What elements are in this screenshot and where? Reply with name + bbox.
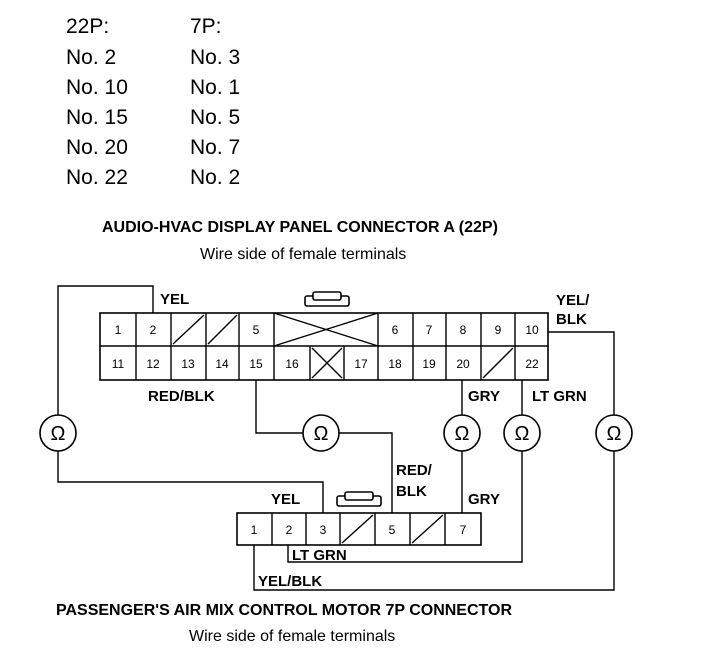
- wire-yel-blk: [548, 331, 615, 415]
- pin-label: 13: [181, 357, 195, 371]
- empty-cavity: [411, 514, 444, 544]
- row-22p: No. 20: [66, 136, 128, 159]
- pin-label: 11: [112, 357, 125, 371]
- wire-label-yel-blk: BLK: [556, 311, 587, 328]
- wire-label-red-blk: BLK: [396, 483, 427, 500]
- pin-label: 9: [495, 323, 502, 337]
- connector-b: 1 2 3 5 7: [236, 491, 482, 546]
- wire-yel-blk: [253, 451, 615, 591]
- pin-label: 14: [215, 357, 229, 371]
- wire-label-yel: YEL: [160, 291, 189, 308]
- row-7p: No. 3: [190, 46, 240, 69]
- ohm-symbol: Ω: [314, 423, 329, 445]
- pin-label: 3: [320, 523, 327, 537]
- row-7p: No. 2: [190, 166, 240, 189]
- row-22p: No. 15: [66, 106, 128, 129]
- empty-cavity: [482, 347, 514, 379]
- ohm-symbol: Ω: [455, 423, 470, 445]
- wiring: [57, 285, 615, 591]
- pin-label: 1: [115, 323, 122, 337]
- ohm-symbol: Ω: [515, 423, 530, 445]
- ohm-symbol: Ω: [607, 423, 622, 445]
- wire-red-blk: [255, 380, 303, 434]
- wire-labels: YEL YEL/ BLK RED/BLK GRY LT GRN RED/ BLK…: [148, 291, 590, 590]
- wire-label-lt-grn: LT GRN: [292, 547, 347, 564]
- row-7p: No. 7: [190, 136, 240, 159]
- header-22p: 22P:: [66, 15, 109, 38]
- wire-label-red-blk: RED/: [396, 462, 433, 479]
- wire-label-lt-grn: LT GRN: [532, 388, 587, 405]
- ohmmeter-icon: [302, 414, 340, 452]
- pin-label: 8: [460, 323, 467, 337]
- empty-cavity: [207, 314, 238, 345]
- empty-cavity: [341, 514, 374, 544]
- pin-label: 5: [389, 523, 396, 537]
- row-7p: No. 5: [190, 106, 240, 129]
- row-22p: No. 2: [66, 46, 116, 69]
- connector-b-subtitle: Wire side of female terminals: [189, 628, 395, 645]
- ohmmeter-icon: [443, 414, 481, 452]
- pin-label: 2: [286, 523, 293, 537]
- wire-yel: [57, 451, 324, 513]
- pin-label: 10: [525, 323, 539, 337]
- wire-label-yel-blk: YEL/: [556, 292, 590, 309]
- empty-cavity: [311, 347, 343, 379]
- wire-label-gry: GRY: [468, 491, 500, 508]
- row-22p: No. 22: [66, 166, 128, 189]
- connector-b-latch: [344, 491, 374, 501]
- ohmmeter-icon: [39, 414, 77, 452]
- pin-label: 6: [392, 323, 399, 337]
- wire-label-yel-blk: YEL/BLK: [258, 573, 322, 590]
- row-7p: No. 1: [190, 76, 240, 99]
- ohmmeters: Ω Ω Ω Ω Ω: [39, 414, 633, 452]
- wire-label-red-blk: RED/BLK: [148, 388, 215, 405]
- pin-label: 7: [460, 523, 467, 537]
- wire-red-blk: [339, 432, 393, 513]
- ohmmeter-icon: [503, 414, 541, 452]
- connector-a-latch: [312, 291, 342, 301]
- empty-cavity: [172, 314, 205, 345]
- wire-lt-grn: [287, 451, 523, 563]
- connector-b-title: PASSENGER'S AIR MIX CONTROL MOTOR 7P CON…: [56, 602, 512, 619]
- pin-label: 5: [253, 323, 260, 337]
- pin-label: 16: [285, 357, 299, 371]
- pin-label: 18: [388, 357, 402, 371]
- pin-label: 15: [249, 357, 263, 371]
- pin-table: 22P: 7P: No. 2 No. 3 No. 10 No. 1 No. 15…: [66, 15, 240, 189]
- empty-cavity: [273, 312, 379, 347]
- ohmmeter-icon: [595, 414, 633, 452]
- header-7p: 7P:: [190, 15, 222, 38]
- pin-label: 1: [251, 523, 258, 537]
- pin-label: 17: [354, 357, 368, 371]
- row-22p: No. 10: [66, 76, 128, 99]
- pin-label: 7: [426, 323, 433, 337]
- connector-a-title: AUDIO-HVAC DISPLAY PANEL CONNECTOR A (22…: [102, 219, 498, 236]
- connector-a: 1 2 5 6 7 8 9 10 11 12 13 14 15 16 17 18…: [99, 291, 549, 381]
- pin-label: 12: [146, 357, 160, 371]
- pin-label: 19: [422, 357, 436, 371]
- ohm-symbol: Ω: [51, 423, 66, 445]
- pin-label: 2: [150, 323, 157, 337]
- wire-yel: [57, 285, 154, 415]
- wire-label-yel: YEL: [271, 491, 300, 508]
- pin-label: 20: [456, 357, 470, 371]
- connector-a-subtitle: Wire side of female terminals: [200, 246, 406, 263]
- wire-label-gry: GRY: [468, 388, 500, 405]
- pin-label: 22: [525, 357, 539, 371]
